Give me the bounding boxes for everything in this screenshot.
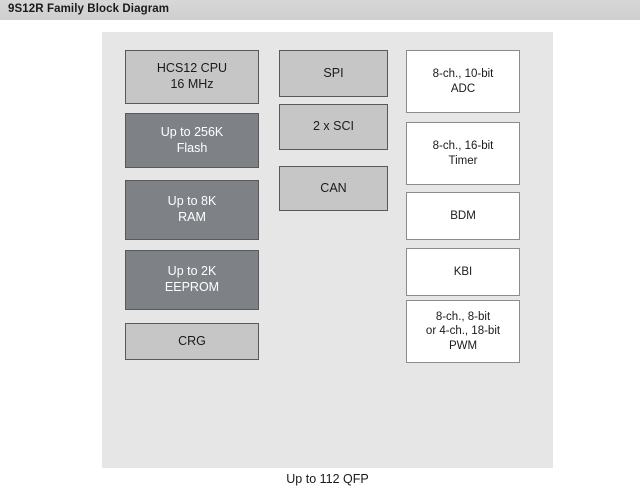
block-diagram-panel: Up to 112 QFP HCS12 CPU 16 MHz Up to 256K… xyxy=(102,32,553,486)
block-kbi: KBI xyxy=(406,248,520,296)
block-ram: Up to 8K RAM xyxy=(125,180,259,240)
block-adc: 8-ch., 10-bit ADC xyxy=(406,50,520,113)
block-spi: SPI xyxy=(279,50,388,97)
block-sci: 2 x SCI xyxy=(279,104,388,150)
package-caption: Up to 112 QFP xyxy=(286,472,369,486)
block-bdm: BDM xyxy=(406,192,520,240)
block-eeprom: Up to 2K EEPROM xyxy=(125,250,259,310)
window-header-bar: 9S12R Family Block Diagram xyxy=(0,0,640,21)
page-title: 9S12R Family Block Diagram xyxy=(8,3,170,15)
block-timer: 8-ch., 16-bit Timer xyxy=(406,122,520,185)
block-pwm: 8-ch., 8-bit or 4-ch., 18-bit PWM xyxy=(406,300,520,363)
block-cpu: HCS12 CPU 16 MHz xyxy=(125,50,259,104)
block-can: CAN xyxy=(279,166,388,211)
block-flash: Up to 256K Flash xyxy=(125,113,259,168)
block-crg: CRG xyxy=(125,323,259,360)
